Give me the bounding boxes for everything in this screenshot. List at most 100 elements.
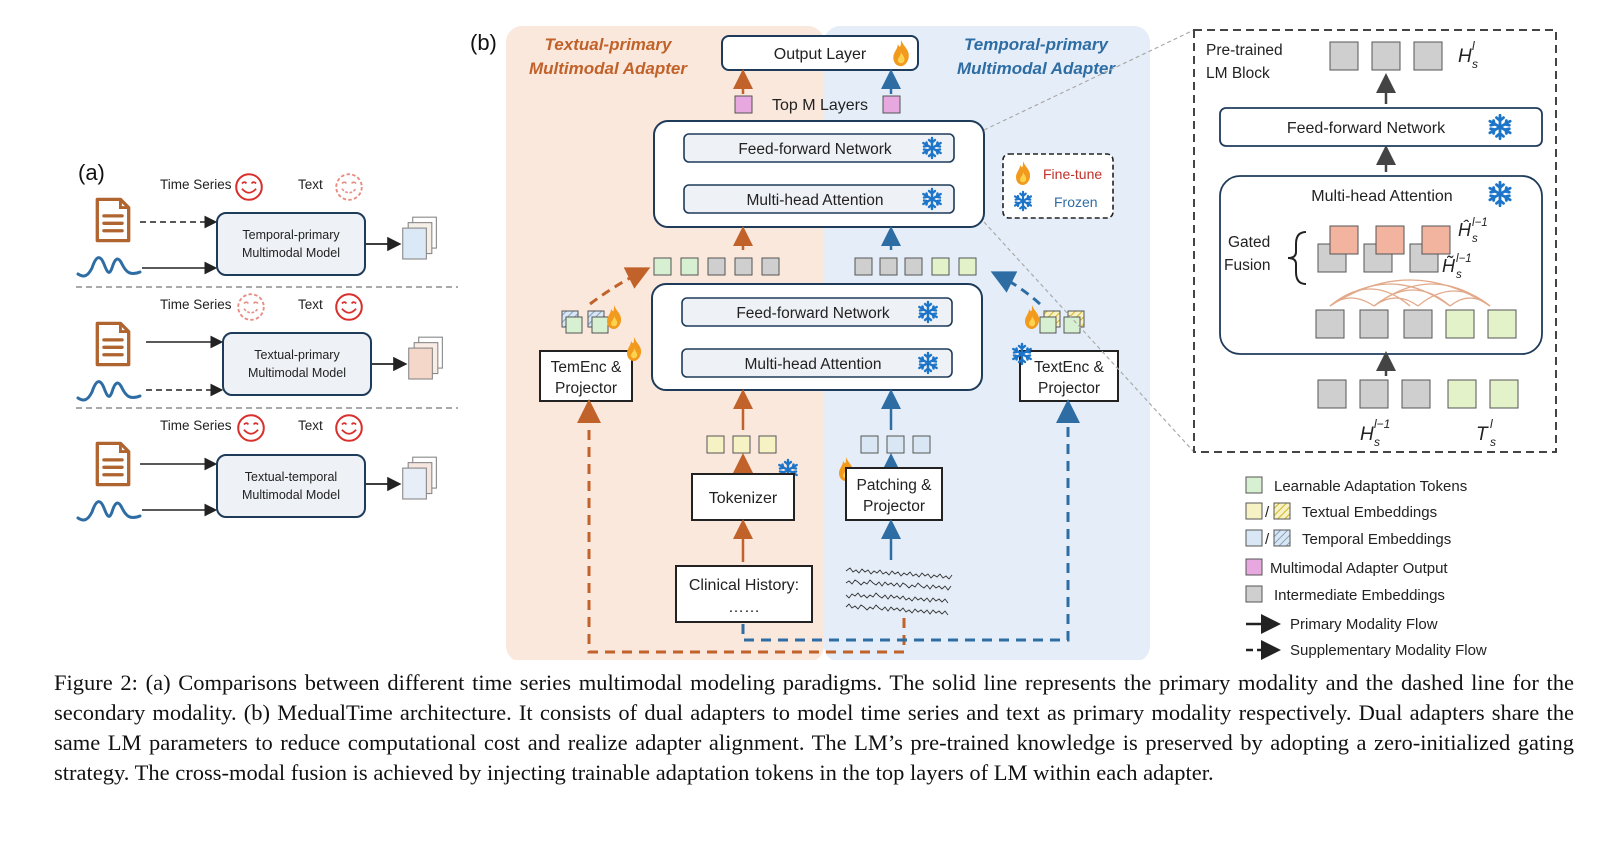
output-layer-box	[721, 35, 919, 71]
panel-a-label: (a)	[78, 160, 105, 185]
clinical-history-line2: ……	[728, 599, 760, 616]
panel-b: (b) Textual-primary Multimodal Adapter T…	[470, 26, 1195, 660]
legend-primary-label: Primary Modality Flow	[1290, 616, 1438, 633]
row1-wave-icon	[76, 256, 142, 278]
lower-mha-label: Multi-head Attention	[744, 356, 881, 373]
row3-model-line2: Multimodal Model	[242, 488, 340, 502]
finetune-label: Fine-tune	[1043, 166, 1102, 182]
row1-time-series-smile-icon	[235, 173, 263, 201]
row2-text-label: Text	[298, 297, 323, 312]
row2-time-series-label: Time Series	[160, 297, 232, 312]
output-layer-label: Output Layer	[774, 46, 867, 63]
svg-text:l−1: l−1	[1456, 253, 1472, 265]
legend: Learnable Adaptation Tokens / Textual Em…	[1245, 476, 1487, 660]
upper-ffn-box	[683, 133, 955, 163]
row1-output-stack-icon	[402, 216, 437, 260]
lower-ffn-label: Feed-forward Network	[736, 305, 890, 322]
legend-intermediate-label: Intermediate Embeddings	[1274, 587, 1445, 604]
figure-caption: Figure 2: (a) Comparisons between differ…	[54, 670, 1574, 785]
legend-textual-hatched-swatch	[1273, 502, 1291, 520]
row2-wave-icon	[76, 380, 142, 402]
row3-model-line1: Textual-temporal	[245, 470, 337, 484]
upper-ffn-label: Feed-forward Network	[738, 141, 892, 158]
tokenizer-label: Tokenizer	[709, 490, 778, 507]
svg-text:s: s	[1456, 269, 1462, 281]
svg-text:l: l	[1490, 417, 1493, 431]
row3-document-icon	[95, 441, 131, 487]
row1-text-label: Text	[298, 177, 323, 192]
row1-model-line1: Temporal-primary	[242, 228, 340, 242]
row3-output-stack-icon	[402, 456, 437, 500]
legend-learnable-swatch	[1245, 476, 1263, 494]
textenc-adaptation-tokens	[1039, 310, 1085, 334]
legend-temporal-hatched-swatch	[1273, 529, 1291, 547]
textual-embedding-tokens	[706, 435, 777, 454]
hs-l-label: H l s	[1458, 39, 1478, 71]
row3-wave-icon	[76, 500, 142, 522]
row1-model-box	[216, 212, 366, 276]
upper-mha-box	[683, 184, 955, 214]
right-title-line1: Temporal-primary	[964, 35, 1109, 54]
svg-text:s: s	[1490, 435, 1496, 449]
row1-document-icon	[95, 197, 131, 243]
top-m-layers-label: Top M Layers	[772, 97, 868, 114]
textenc-line2: Projector	[1038, 380, 1100, 397]
legend-intermediate-swatch	[1245, 585, 1263, 603]
output-hidden-tokens	[1329, 41, 1443, 71]
temenc-line1: TemEnc &	[551, 359, 622, 376]
svg-text:l: l	[1472, 39, 1475, 53]
panel-b-label: (b)	[470, 30, 497, 55]
ts-l-label: T l s	[1476, 417, 1496, 449]
svg-text:H̃: H̃	[1442, 255, 1456, 276]
svg-text:s: s	[1374, 435, 1380, 449]
row2-document-icon	[95, 321, 131, 367]
svg-text:l−1: l−1	[1472, 217, 1488, 229]
lower-mha-box	[681, 348, 953, 378]
row1-model-line2: Multimodal Model	[242, 246, 340, 260]
temporal-embedding-tokens	[860, 435, 931, 454]
svg-text:T: T	[1476, 424, 1489, 445]
block-input-tokens	[1317, 379, 1519, 409]
row3-text-smile-icon	[335, 414, 363, 442]
row3-time-series-smile-icon	[237, 414, 265, 442]
architecture-figure: (a) Time Series Text Temporal-primary Mu…	[76, 26, 1557, 660]
upper-mha-label: Multi-head Attention	[746, 192, 883, 209]
right-middle-tokens	[854, 257, 977, 276]
legend-adapter-output-swatch	[1245, 558, 1263, 576]
row2-time-series-smile-dashed-icon	[237, 293, 265, 321]
row2-output-stack-icon	[408, 336, 443, 380]
textenc-line1: TextEnc &	[1034, 359, 1104, 376]
gated-fusion-tokens	[1317, 225, 1451, 273]
left-middle-tokens	[653, 257, 780, 276]
legend-learnable-label: Learnable Adaptation Tokens	[1274, 478, 1467, 495]
temenc-projector-box	[539, 350, 633, 402]
row3-text-label: Text	[298, 418, 323, 433]
temenc-line2: Projector	[555, 380, 617, 397]
clinical-history-line1: Clinical History:	[689, 577, 799, 594]
row3-time-series-label: Time Series	[160, 418, 232, 433]
svg-text:s: s	[1472, 233, 1478, 245]
lower-ffn-box	[681, 297, 953, 327]
patching-line2: Projector	[863, 498, 925, 515]
row3-model-box	[216, 454, 366, 518]
svg-text:l−1: l−1	[1374, 417, 1390, 431]
svg-text:s: s	[1472, 57, 1478, 71]
frozen-label: Frozen	[1054, 194, 1098, 210]
right-title-line2: Multimodal Adapter	[957, 59, 1116, 78]
legend-temporal-swatch	[1245, 529, 1263, 547]
panel-a: (a) Time Series Text Temporal-primary Mu…	[76, 160, 458, 522]
lm-block-detail: Pre-trained LM Block H l s Feed-forward …	[1193, 29, 1557, 453]
legend-adapter-output-label: Multimodal Adapter Output	[1270, 560, 1448, 577]
lm-block-title-line1: Pre-trained	[1206, 42, 1283, 59]
svg-text:/: /	[1265, 504, 1270, 521]
gated-fusion-line1: Gated	[1228, 234, 1270, 251]
svg-text:Ĥ: Ĥ	[1458, 220, 1472, 240]
adapter-output-token-right	[882, 95, 901, 114]
adapter-output-token-left	[734, 95, 753, 114]
row1-text-smile-dashed-icon	[335, 173, 363, 201]
attention-input-tokens	[1315, 309, 1517, 339]
h-tilde-label: H̃ l−1 s	[1442, 253, 1472, 281]
row2-model-line1: Textual-primary	[254, 348, 340, 362]
legend-supplementary-label: Supplementary Modality Flow	[1290, 642, 1487, 659]
gated-fusion-line2: Fusion	[1224, 257, 1271, 274]
